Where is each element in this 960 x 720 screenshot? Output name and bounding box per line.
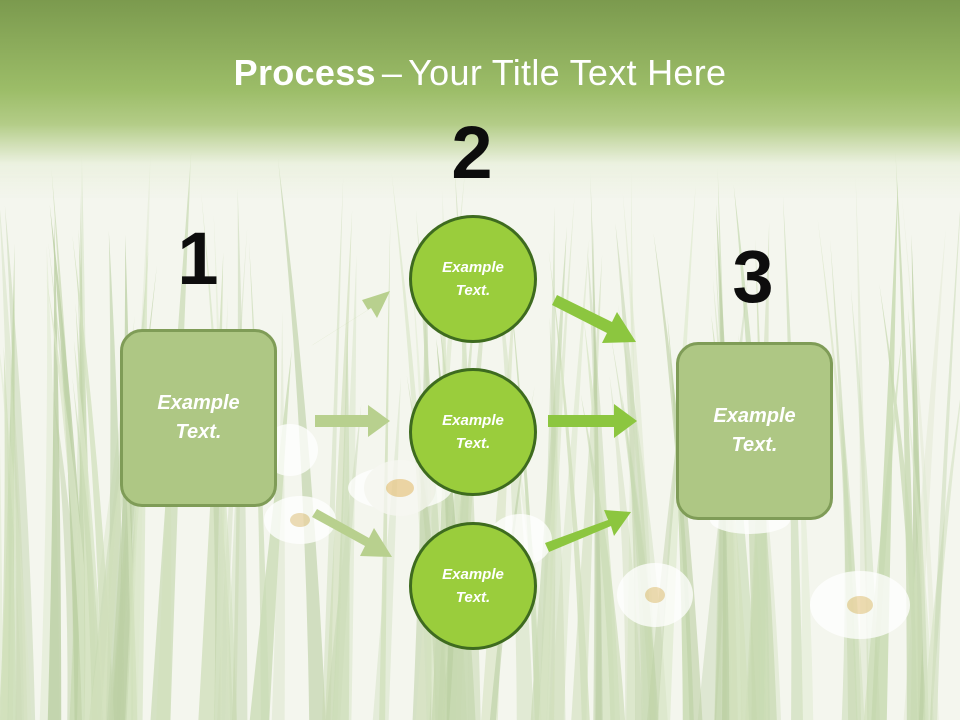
step1-text: Example Text.: [157, 392, 240, 443]
grass-blade: [75, 303, 98, 720]
step-number-2: 2: [451, 111, 493, 194]
step-number-3: 3: [732, 235, 774, 318]
grass-blade: [47, 216, 62, 720]
grass-blade: [744, 222, 770, 720]
grass-blade: [119, 153, 151, 720]
grass-blade: [201, 193, 238, 720]
grass-blade: [126, 227, 148, 720]
header-band: [0, 0, 960, 200]
grass-blade: [0, 353, 32, 720]
step-number-1: 1: [177, 217, 219, 300]
grass-blade: [830, 239, 858, 720]
grass-blade: [580, 394, 626, 720]
grass-blade: [587, 246, 615, 720]
grass-blade: [52, 390, 86, 720]
grass-blade: [548, 249, 590, 720]
grass-blade: [69, 378, 84, 720]
grass-blade: [667, 316, 694, 720]
grass-blade: [48, 241, 90, 720]
grass-blade: [714, 353, 727, 720]
grass-blade: [77, 229, 93, 720]
grass-blade: [333, 254, 357, 720]
grass-blade: [0, 209, 28, 720]
step3-box: Example Text.: [676, 342, 833, 520]
circle-bottom-text: Example Text.: [442, 566, 504, 606]
grass-blade: [621, 391, 659, 720]
title-dash: –: [381, 52, 403, 93]
circle-middle-text: Example Text.: [442, 412, 504, 452]
grass-blade: [903, 228, 946, 720]
grass-blade: [198, 252, 224, 720]
grass-blade: [0, 243, 15, 720]
grass-blade: [0, 346, 17, 720]
grass-blade: [910, 234, 924, 720]
grass-blade: [538, 206, 556, 720]
grass-blade: [508, 276, 542, 720]
grass-blade: [922, 399, 960, 720]
grass-blade: [879, 283, 927, 720]
step2-circle-middle: Example Text.: [409, 368, 537, 496]
grass-blade: [549, 238, 590, 720]
grass-blade: [118, 339, 154, 720]
circle-top-text: Example Text.: [442, 259, 504, 299]
grass-blade: [0, 443, 4, 720]
step2-circle-bottom: Example Text.: [409, 522, 537, 650]
grass-blade: [73, 340, 104, 720]
title-rest: Your Title Text Here: [408, 52, 727, 93]
step2-circle-top: Example Text.: [409, 215, 537, 343]
grass-blade: [120, 345, 138, 720]
grass-blade: [69, 155, 88, 720]
grass-blade: [72, 377, 103, 720]
grass-blade: [39, 245, 60, 720]
grass-blade: [4, 205, 36, 720]
grass-blade: [77, 266, 92, 720]
grass-blade: [504, 387, 553, 720]
grass-blade: [895, 150, 918, 720]
grass-blade: [840, 396, 862, 720]
grass-blade: [108, 383, 131, 720]
grass-blade: [46, 278, 96, 720]
grass-blade: [714, 316, 723, 720]
grass-blade: [905, 382, 934, 720]
grass-blade: [76, 192, 87, 720]
grass-blade: [8, 354, 24, 720]
grass-blade: [908, 308, 929, 720]
grass-blade: [105, 230, 125, 720]
grass-blade: [72, 235, 115, 720]
title-bold: Process: [233, 52, 376, 93]
grass-blade: [901, 196, 939, 720]
grass-blade: [930, 210, 960, 720]
grass-blade: [49, 204, 91, 720]
step3-text: Example Text.: [713, 405, 796, 456]
grass-blade: [571, 254, 603, 720]
grass-blade: [224, 337, 243, 720]
grass-blade: [530, 226, 567, 720]
step1-box: Example Text.: [120, 329, 277, 507]
grass-blade: [51, 167, 85, 720]
grass-blade: [0, 404, 15, 720]
grass-blade: [714, 390, 733, 720]
slide-title: Process–Your Title Text Here: [0, 52, 960, 94]
